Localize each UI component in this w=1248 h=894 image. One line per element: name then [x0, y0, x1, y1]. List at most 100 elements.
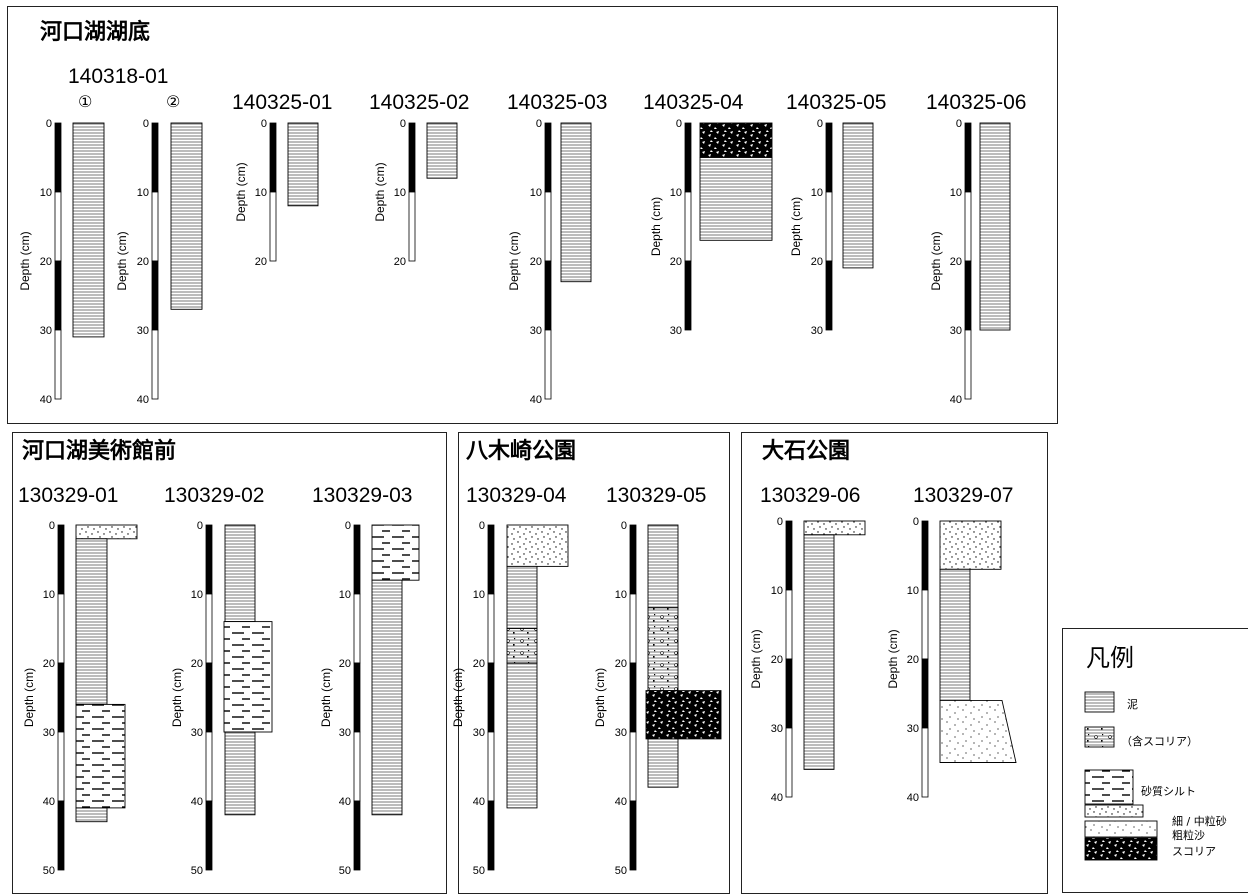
depth-tick-label: 50 [473, 865, 485, 877]
scale-bar-segment [152, 192, 158, 261]
depth-axis-label: Depth (cm) [649, 197, 663, 256]
scale-bar-segment [786, 590, 792, 659]
depth-tick-label: 30 [530, 325, 542, 337]
scale-bar-segment [206, 594, 212, 663]
scale-bar-segment [826, 261, 832, 330]
scale-bar-segment [206, 663, 212, 732]
core-layer-mud [940, 569, 970, 700]
scale-bar-segment [354, 525, 360, 594]
depth-tick-label: 20 [394, 256, 406, 268]
core-layer-mud [507, 663, 537, 808]
depth-tick-label: 30 [339, 727, 351, 739]
depth-tick-label: 0 [777, 516, 783, 528]
depth-axis-label: Depth (cm) [373, 162, 387, 221]
core-layer-mud [372, 580, 402, 815]
depth-tick-label: 20 [530, 256, 542, 268]
scale-bar-segment [545, 123, 551, 192]
depth-tick-label: 30 [473, 727, 485, 739]
scale-bar-segment [206, 801, 212, 870]
scale-bar-segment [354, 663, 360, 732]
core-layer-mud [980, 123, 1010, 330]
scale-bar-segment [58, 525, 64, 594]
depth-tick-label: 50 [615, 865, 627, 877]
scale-bar-segment [922, 659, 928, 728]
depth-axis-label: Depth (cm) [451, 668, 465, 727]
legend-swatch-fine-sand [1085, 805, 1143, 817]
depth-tick-label: 30 [40, 325, 52, 337]
scale-bar-segment [55, 330, 61, 399]
scale-bar-segment [488, 801, 494, 870]
core-layer-fine-sand [940, 521, 1001, 569]
core-layer-mud [561, 123, 591, 282]
depth-tick-label: 40 [137, 394, 149, 406]
depth-tick-label: 0 [817, 118, 823, 130]
depth-tick-label: 10 [771, 585, 783, 597]
depth-tick-label: 10 [255, 187, 267, 199]
depth-tick-label: 0 [143, 118, 149, 130]
depth-tick-label: 10 [339, 589, 351, 601]
depth-tick-label: 50 [191, 865, 203, 877]
scale-bar-segment [630, 663, 636, 732]
depth-tick-label: 20 [670, 256, 682, 268]
core-layer-mud [804, 535, 834, 770]
scale-bar-segment [965, 261, 971, 330]
depth-tick-label: 20 [43, 658, 55, 670]
depth-tick-label: 0 [49, 520, 55, 532]
core-layer-mud [648, 525, 678, 608]
scale-bar-segment [409, 192, 415, 261]
scale-bar-segment [922, 521, 928, 590]
depth-tick-label: 40 [339, 796, 351, 808]
scale-bar-segment [55, 192, 61, 261]
depth-axis-label: Depth (cm) [886, 629, 900, 688]
scale-bar-segment [826, 192, 832, 261]
scale-bar-segment [630, 732, 636, 801]
scale-bar-segment [630, 594, 636, 663]
core-layer-mud [648, 739, 678, 787]
depth-tick-label: 20 [255, 256, 267, 268]
depth-tick-label: 10 [394, 187, 406, 199]
core-layer-fine-sand [804, 521, 865, 535]
depth-tick-label: 30 [950, 325, 962, 337]
depth-tick-label: 20 [473, 658, 485, 670]
core-layer-mud [76, 539, 107, 705]
depth-tick-label: 30 [907, 723, 919, 735]
depth-tick-label: 10 [670, 187, 682, 199]
scale-bar-segment [152, 123, 158, 192]
depth-tick-label: 50 [339, 865, 351, 877]
depth-tick-label: 30 [670, 325, 682, 337]
scale-bar-segment [152, 261, 158, 330]
scale-bar-segment [965, 123, 971, 192]
depth-tick-label: 0 [46, 118, 52, 130]
scale-bar-segment [685, 123, 691, 192]
depth-tick-label: 30 [137, 325, 149, 337]
depth-tick-label: 10 [191, 589, 203, 601]
depth-tick-label: 20 [137, 256, 149, 268]
core-layer-mud-scoria [648, 608, 678, 691]
scale-bar-segment [488, 732, 494, 801]
depth-tick-label: 0 [956, 118, 962, 130]
depth-axis-label: Depth (cm) [593, 668, 607, 727]
scale-bar-segment [630, 801, 636, 870]
core-layer-mud [225, 732, 255, 815]
scale-bar-segment [685, 261, 691, 330]
depth-tick-label: 40 [771, 792, 783, 804]
core-layer-fine-sand [507, 525, 568, 566]
scale-bar-segment [270, 123, 276, 192]
depth-tick-label: 20 [811, 256, 823, 268]
core-layer-fine-sand [76, 525, 137, 539]
depth-axis-label: Depth (cm) [749, 629, 763, 688]
core-layer-mud [288, 123, 318, 206]
depth-tick-label: 0 [400, 118, 406, 130]
scale-bar-segment [206, 732, 212, 801]
core-layer-sandy-silt [76, 704, 125, 808]
depth-axis-label: Depth (cm) [115, 231, 129, 290]
depth-tick-label: 10 [907, 585, 919, 597]
scale-bar-segment [488, 594, 494, 663]
scale-bar-segment [965, 192, 971, 261]
depth-tick-label: 10 [43, 589, 55, 601]
scale-bar-segment [55, 123, 61, 192]
depth-tick-label: 20 [907, 654, 919, 666]
depth-tick-label: 40 [615, 796, 627, 808]
scale-bar-segment [354, 594, 360, 663]
depth-tick-label: 10 [40, 187, 52, 199]
